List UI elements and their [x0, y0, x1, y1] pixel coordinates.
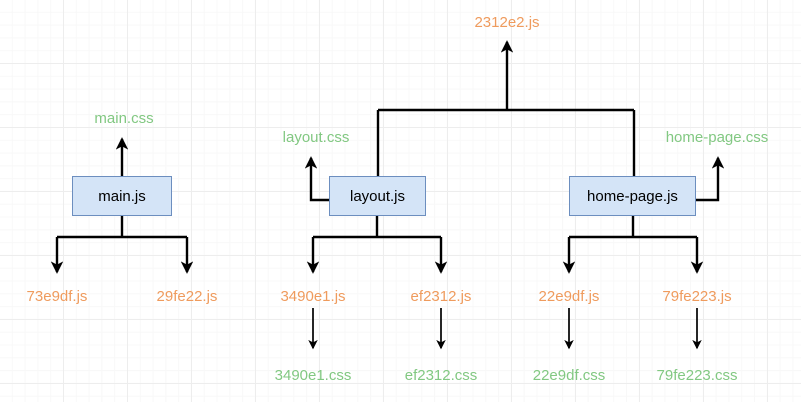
- label-79fe223-css[interactable]: 79fe223.css: [656, 367, 738, 384]
- label-73e9df-js[interactable]: 73e9df.js: [26, 288, 88, 305]
- label-layout-css[interactable]: layout.css: [282, 129, 350, 146]
- label-home-page-css[interactable]: home-page.css: [665, 129, 769, 146]
- label-79fe223-js[interactable]: 79fe223.js: [662, 288, 732, 305]
- node-home-page-js[interactable]: home-page.js: [569, 176, 696, 216]
- label-22e9df-js[interactable]: 22e9df.js: [538, 288, 600, 305]
- edge-layout-js-to-layout-css: [304, 156, 329, 202]
- label-2312e2-js[interactable]: 2312e2.js: [474, 14, 540, 31]
- label-29fe22-js[interactable]: 29fe22.js: [156, 288, 218, 305]
- label-3490e1-js[interactable]: 3490e1.js: [280, 288, 346, 305]
- edge-home-page-js-to-home-page-css: [696, 156, 725, 202]
- label-22e9df-css[interactable]: 22e9df.css: [532, 367, 606, 384]
- node-main-js[interactable]: main.js: [72, 176, 172, 216]
- label-3490e1-css[interactable]: 3490e1.css: [274, 367, 352, 384]
- node-layout-js[interactable]: layout.js: [329, 176, 426, 216]
- label-ef2312-css[interactable]: ef2312.css: [404, 367, 478, 384]
- label-ef2312-js[interactable]: ef2312.js: [410, 288, 472, 305]
- label-main-css[interactable]: main.css: [94, 110, 154, 127]
